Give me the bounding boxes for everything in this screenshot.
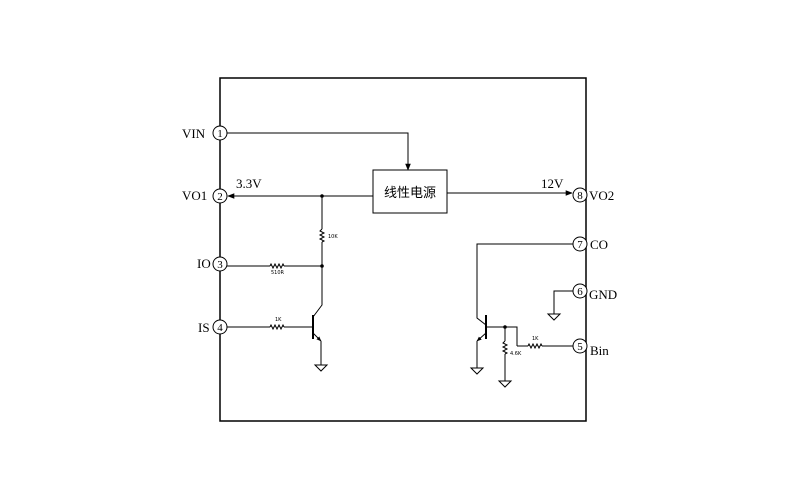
gnd-wire	[553, 290, 573, 314]
linear-power-block	[372, 169, 448, 214]
left-transistor-emitter	[312, 332, 322, 342]
pin-3-label: IO	[197, 256, 211, 271]
bin-resistor	[527, 342, 543, 350]
base-resistor-value: 4.6K	[510, 351, 522, 357]
pin-8-label: VO2	[589, 188, 614, 203]
voltage-12v-label: 12V	[541, 176, 564, 191]
ic-outline	[219, 77, 587, 422]
voltage-3v3-label: 3.3V	[236, 176, 262, 191]
is-resistor-value: 1K	[275, 317, 282, 323]
ground-icon	[313, 364, 329, 372]
io-resistor-value: 510R	[271, 270, 285, 276]
ground-icon	[497, 380, 513, 388]
vin-wire	[227, 132, 411, 171]
pin-3-circle	[212, 256, 228, 272]
pin-6-label: GND	[589, 287, 617, 302]
pin-2-circle	[212, 188, 228, 204]
pin-7-number: 7	[577, 239, 583, 251]
io-resistor	[269, 262, 285, 270]
co-wire	[476, 243, 573, 326]
linear-power-label: 线性电源	[384, 186, 436, 201]
bin-resistor-value: 1K	[532, 336, 539, 342]
base-resistor	[501, 340, 509, 355]
pin-1-label: VIN	[182, 126, 206, 141]
is-resistor	[269, 323, 285, 331]
ground-icon	[469, 367, 485, 375]
pin-3-number: 3	[217, 259, 223, 271]
pullup-resistor	[318, 228, 326, 243]
pin-1-number: 1	[217, 128, 223, 140]
right-transistor-emitter	[476, 332, 487, 342]
pin-8-circle	[572, 187, 588, 203]
pin-2-number: 2	[217, 191, 223, 203]
pin-4-label: IS	[198, 320, 210, 335]
pin-5-number: 5	[577, 341, 583, 353]
collector-wire	[312, 266, 323, 318]
right-base-wire	[487, 326, 518, 346]
pullup-resistor-value: 10K	[328, 234, 338, 240]
pin-5-circle	[572, 338, 588, 354]
ground-icon	[546, 313, 562, 321]
pin-5-label: Bin	[590, 343, 609, 358]
pin-8-number: 8	[577, 190, 583, 202]
pin-6-number: 6	[577, 286, 583, 298]
pin-7-label: CO	[590, 237, 608, 252]
pin-2-label: VO1	[182, 188, 207, 203]
pin-4-number: 4	[217, 322, 223, 334]
